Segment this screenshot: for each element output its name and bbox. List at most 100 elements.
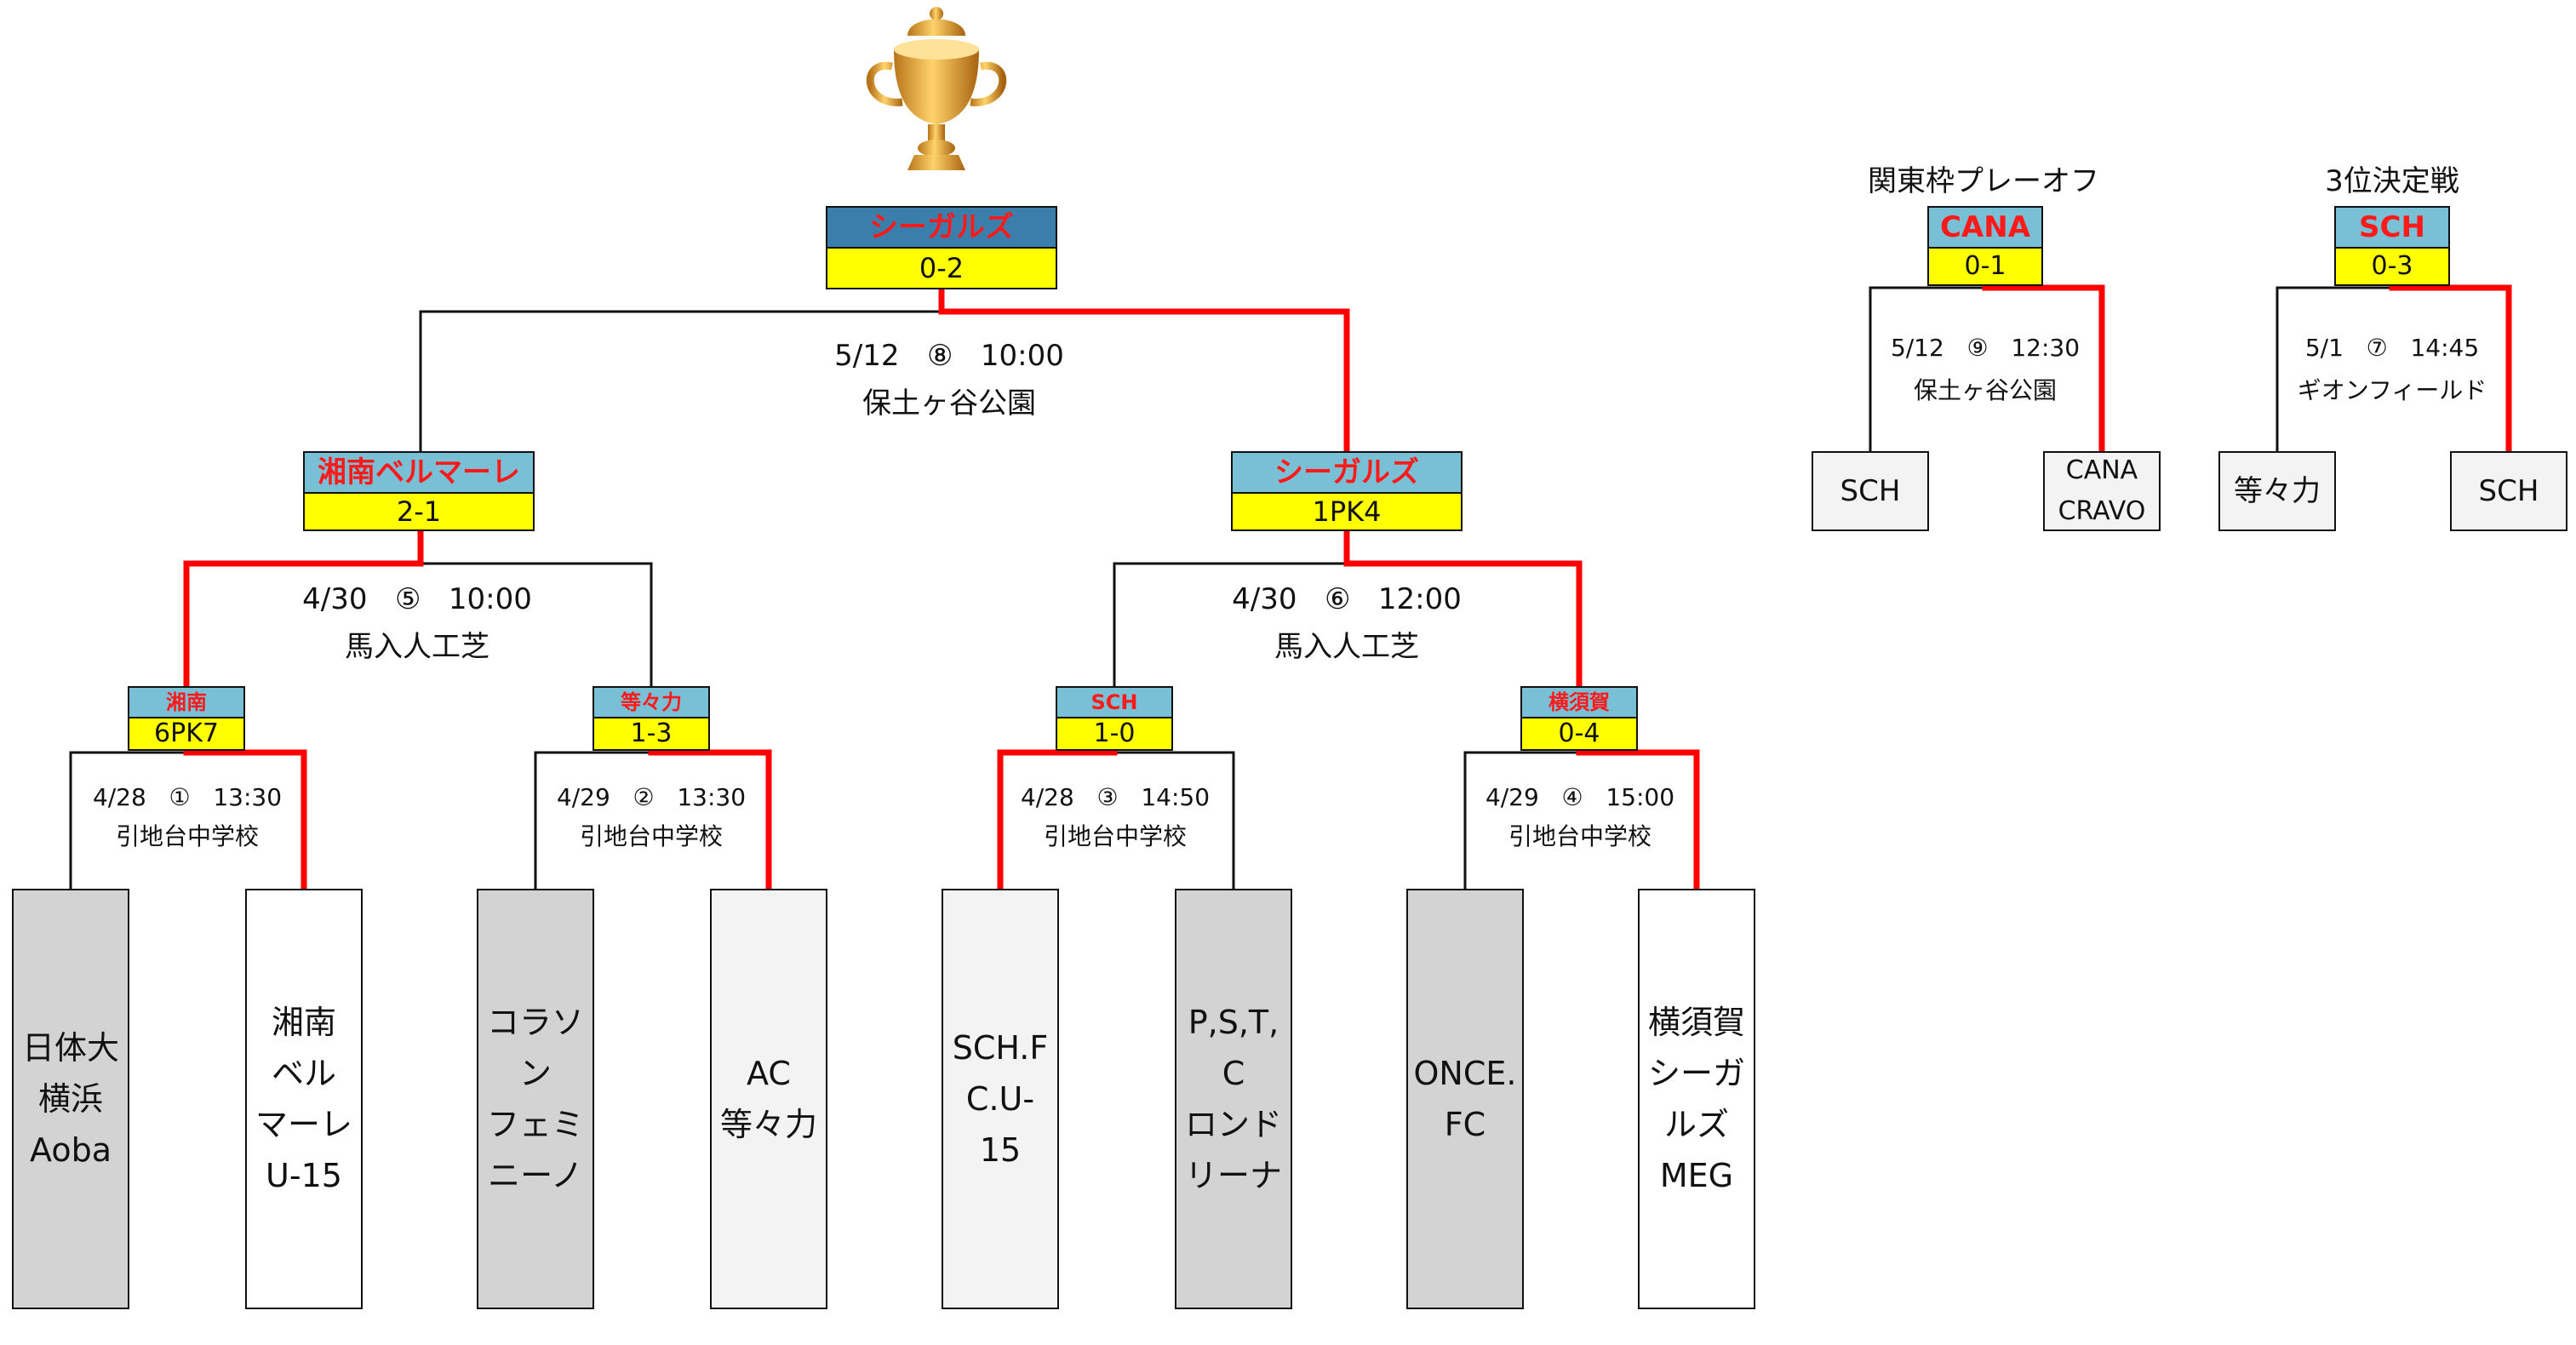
playoff-team-box-1: SCH (1812, 451, 1929, 531)
semi-1-venue: 馬入人工芝 (345, 630, 489, 664)
quarter-2-venue: 引地台中学校 (579, 822, 723, 850)
quarter-1-score: 6PK7 (129, 717, 243, 749)
semi-2-result: シーガルズ 1PK4 (1231, 451, 1463, 531)
team-name-1: 日体大 横浜 Aoba (21, 1029, 119, 1169)
team-name-2: 湘南 ベル マーレ U-15 (255, 1004, 352, 1194)
quarter-3-date: 4/28 (1020, 783, 1074, 811)
quarter-4-venue: 引地台中学校 (1508, 822, 1652, 850)
playoff-result: CANA 0-1 (1927, 206, 2043, 286)
team-name-4: AC 等々力 (719, 1055, 817, 1143)
third-place-team-1: 等々力 (2234, 474, 2321, 508)
third-place-team-box-1: 等々力 (2218, 451, 2336, 531)
third-place-venue: ギオンフィールド (2297, 376, 2487, 404)
team-box-7: ONCE. FC (1406, 889, 1524, 1309)
playoff-score: 0-1 (1929, 247, 2041, 284)
quarter-2-winner-line (648, 749, 772, 889)
semi-2-winner-line (1343, 531, 1583, 686)
third-place-result: SCH 0-3 (2334, 206, 2450, 286)
third-place-title: 3位決定戦 (2325, 164, 2459, 198)
final-winner: シーガルズ (827, 208, 1056, 247)
semi-2-time: 12:00 (1377, 582, 1462, 616)
team-box-3: コラソ ン フェミ ニーノ (477, 889, 594, 1309)
team-name-8: 横須賀 シーガ ルズ MEG (1647, 1004, 1745, 1194)
third-place-team-2: SCH (2478, 474, 2539, 508)
playoff-team-2: CANA CRAVO (2058, 455, 2146, 526)
quarter-1-winner-line (183, 749, 307, 889)
semi-2-venue: 馬入人工芝 (1274, 630, 1419, 664)
quarter-4-score: 0-4 (1522, 717, 1636, 749)
playoff-team-box-2: CANA CRAVO (2043, 451, 2161, 531)
final-venue: 保土ヶ谷公園 (862, 386, 1036, 421)
playoff-winner: CANA (1929, 208, 2041, 247)
third-place-time: 14:45 (2410, 334, 2480, 362)
quarter-2-result: 等々力 1-3 (592, 686, 710, 751)
final-match-number: ⑧ (926, 339, 953, 373)
team-name-3: コラソ ン フェミ ニーノ (486, 1004, 584, 1194)
quarter-1-date: 4/28 (92, 783, 146, 811)
quarter-3-venue: 引地台中学校 (1043, 822, 1187, 850)
third-place-date: 5/1 (2304, 334, 2344, 362)
playoff-winner-line (1982, 284, 2105, 451)
third-place-winner-line (2389, 284, 2512, 451)
quarter-3-winner-line (997, 749, 1118, 889)
team-name-7: ONCE. FC (1413, 1055, 1517, 1143)
quarter-2-winner: 等々力 (594, 688, 708, 717)
final-match-info: 5/12 ⑧ 10:00 保土ヶ谷公園 (724, 332, 1175, 427)
quarter-3-match-number: ③ (1096, 783, 1119, 811)
quarter-1-winner: 湘南 (129, 688, 243, 717)
semi-1-match-number: ⑤ (394, 582, 421, 616)
final-time: 10:00 (980, 339, 1064, 373)
playoff-match-info: 5/12 ⑨ 12:30 保土ヶ谷公園 (1864, 327, 2106, 412)
quarter-2-match-number: ② (633, 783, 655, 811)
semi-1-result: 湘南ベルマーレ 2-1 (303, 451, 535, 531)
final-result: シーガルズ 0-2 (826, 206, 1057, 289)
semi-2-match-number: ⑥ (1324, 582, 1351, 616)
team-box-1: 日体大 横浜 Aoba (12, 889, 129, 1309)
quarter-4-match-number: ④ (1561, 783, 1583, 811)
quarter-4-time: 15:00 (1606, 783, 1675, 811)
semi-1-winner: 湘南ベルマーレ (305, 453, 533, 492)
team-box-5: SCH.F C.U- 15 (942, 889, 1059, 1309)
quarter-2-score: 1-3 (594, 717, 708, 749)
quarter-2-date: 4/29 (556, 783, 610, 811)
quarter-4-result: 横須賀 0-4 (1520, 686, 1638, 751)
final-date: 5/12 (834, 339, 900, 373)
semi-1-date: 4/30 (302, 582, 368, 616)
playoff-match-number: ⑨ (1966, 334, 1989, 362)
quarter-1-time: 13:30 (213, 783, 283, 811)
quarter-1-match-info: 4/28 ① 13:30 引地台中学校 (68, 778, 306, 856)
third-place-match-number: ⑦ (2366, 334, 2388, 362)
quarter-3-time: 14:50 (1141, 783, 1211, 811)
semi-2-winner: シーガルズ (1233, 453, 1461, 492)
quarter-4-winner: 横須賀 (1522, 688, 1636, 717)
quarter-3-score: 1-0 (1057, 717, 1171, 749)
playoff-team-1: SCH (1840, 474, 1901, 508)
third-place-winner: SCH (2336, 208, 2448, 247)
semi-1-score: 2-1 (305, 492, 533, 529)
semi-1-match-info: 4/30 ⑤ 10:00 馬入人工芝 (187, 575, 647, 671)
quarter-4-date: 4/29 (1485, 783, 1539, 811)
team-name-6: P,S,T, C ロンド リーナ (1184, 1004, 1282, 1194)
playoff-time: 12:30 (2011, 334, 2081, 362)
third-place-score: 0-3 (2336, 247, 2448, 284)
team-name-5: SCH.F C.U- 15 (952, 1029, 1049, 1169)
quarter-1-venue: 引地台中学校 (115, 822, 259, 850)
semi-1-time: 10:00 (448, 582, 532, 616)
team-box-8: 横須賀 シーガ ルズ MEG (1638, 889, 1755, 1309)
quarter-3-result: SCH 1-0 (1056, 686, 1173, 751)
playoff-venue: 保土ヶ谷公園 (1913, 376, 2057, 404)
semi-2-match-info: 4/30 ⑥ 12:00 馬入人工芝 (1117, 575, 1577, 671)
quarter-1-match-number: ① (169, 783, 191, 811)
quarter-3-match-info: 4/28 ③ 14:50 引地台中学校 (996, 778, 1234, 856)
playoff-title: 関東枠プレーオフ (1868, 164, 2099, 198)
semi-2-date: 4/30 (1232, 582, 1297, 616)
third-place-team-box-2: SCH (2450, 451, 2567, 531)
team-box-6: P,S,T, C ロンド リーナ (1175, 889, 1292, 1309)
quarter-2-time: 13:30 (677, 783, 747, 811)
semi-1-winner-line (183, 531, 424, 686)
playoff-date: 5/12 (1890, 334, 1944, 362)
quarter-4-match-info: 4/29 ④ 15:00 引地台中学校 (1461, 778, 1699, 856)
quarter-3-winner: SCH (1057, 688, 1171, 717)
quarter-1-result: 湘南 6PK7 (128, 686, 245, 751)
